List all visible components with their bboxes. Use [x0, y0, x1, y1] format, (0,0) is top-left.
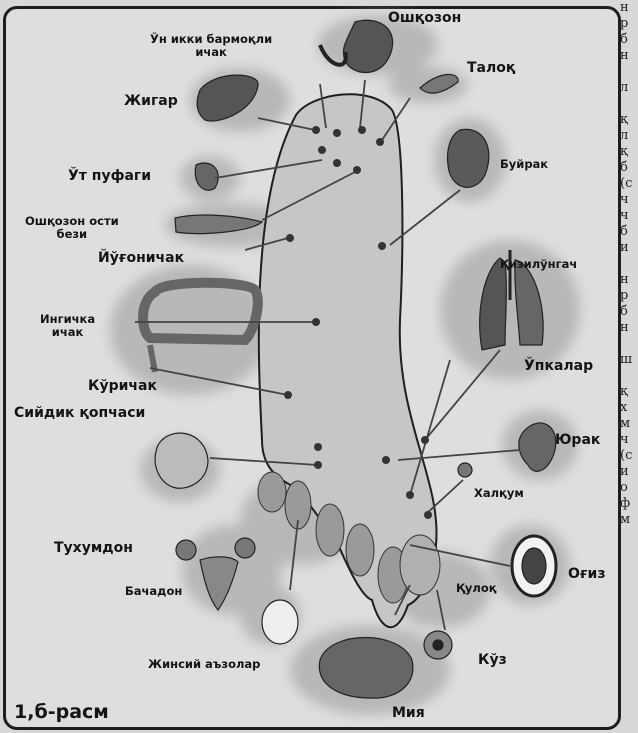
side-text-line: б [620, 224, 638, 240]
side-text-line: л [620, 80, 638, 96]
label-lungs: Ўпкалар [524, 358, 593, 374]
side-text-line: и [620, 464, 638, 480]
label-colon: Йўғоничак [98, 250, 184, 266]
side-text-line: м [620, 512, 638, 528]
side-text-line: н [620, 272, 638, 288]
label-bladder: Сийдик қопчаси [14, 405, 145, 421]
side-text-line [620, 64, 638, 80]
genitals-icon [262, 600, 298, 644]
side-text-line: н [620, 48, 638, 64]
label-ear: Қулоқ [456, 582, 497, 595]
side-text-line: н [620, 0, 638, 16]
side-text-line: б [620, 160, 638, 176]
label-genitals: Жинсий аъзолар [148, 658, 260, 671]
side-text-line: ч [620, 192, 638, 208]
label-brain: Мия [392, 705, 425, 721]
ovary-icon [235, 538, 255, 558]
brain-icon [319, 638, 413, 699]
figure-caption: 1,б-расм [14, 702, 109, 724]
label-duodenum: Ўн икки бармоқли ичак [150, 33, 272, 59]
bladder-icon [155, 433, 208, 488]
side-text-line: н [620, 320, 638, 336]
kidney-icon [448, 129, 489, 187]
side-text-line [620, 96, 638, 112]
label-larynx: Халқум [474, 487, 524, 500]
ovary-icon [176, 540, 196, 560]
side-text-line: (с [620, 176, 638, 192]
label-esophagus: Қизилўнгач [500, 258, 577, 271]
larynx-icon [458, 463, 472, 477]
label-heart: Юрак [555, 432, 600, 448]
label-stomach: Ошқозон [388, 10, 461, 26]
side-text-line: б [620, 304, 638, 320]
side-text-line: х [620, 400, 638, 416]
side-text-line [620, 336, 638, 352]
side-text-line: ш [620, 352, 638, 368]
label-small-intestine: Ингичка ичак [40, 313, 95, 339]
label-spleen: Талоқ [467, 60, 515, 76]
side-text-line: қ [620, 112, 638, 128]
label-liver: Жигар [124, 93, 178, 109]
label-ovaries: Тухумдон [54, 540, 133, 556]
label-appendix: Кўричак [88, 378, 157, 394]
side-text-line: ч [620, 432, 638, 448]
side-text-line: ф [620, 496, 638, 512]
side-text-line: м [620, 416, 638, 432]
side-text-line [620, 368, 638, 384]
label-pancreas: Ошқозон ости бези [25, 215, 119, 241]
label-uterus: Бачадон [125, 585, 182, 598]
side-text-line: и [620, 240, 638, 256]
label-kidney: Буйрак [500, 158, 548, 171]
side-text-line: қ [620, 144, 638, 160]
side-column-text: нрбнлқлқб(сччбинрбншқхмч(сиофм [620, 0, 638, 528]
side-text-line: (с [620, 448, 638, 464]
label-mouth: Оғиз [568, 566, 605, 582]
side-text-line: р [620, 16, 638, 32]
side-text-line: ч [620, 208, 638, 224]
label-gall-bladder: Ўт пуфаги [68, 168, 151, 184]
side-text-line: о [620, 480, 638, 496]
side-text-line: л [620, 128, 638, 144]
side-text-line: р [620, 288, 638, 304]
side-text-line: б [620, 32, 638, 48]
side-text-line: қ [620, 384, 638, 400]
label-eye: Кўз [478, 652, 507, 668]
side-text-line [620, 256, 638, 272]
